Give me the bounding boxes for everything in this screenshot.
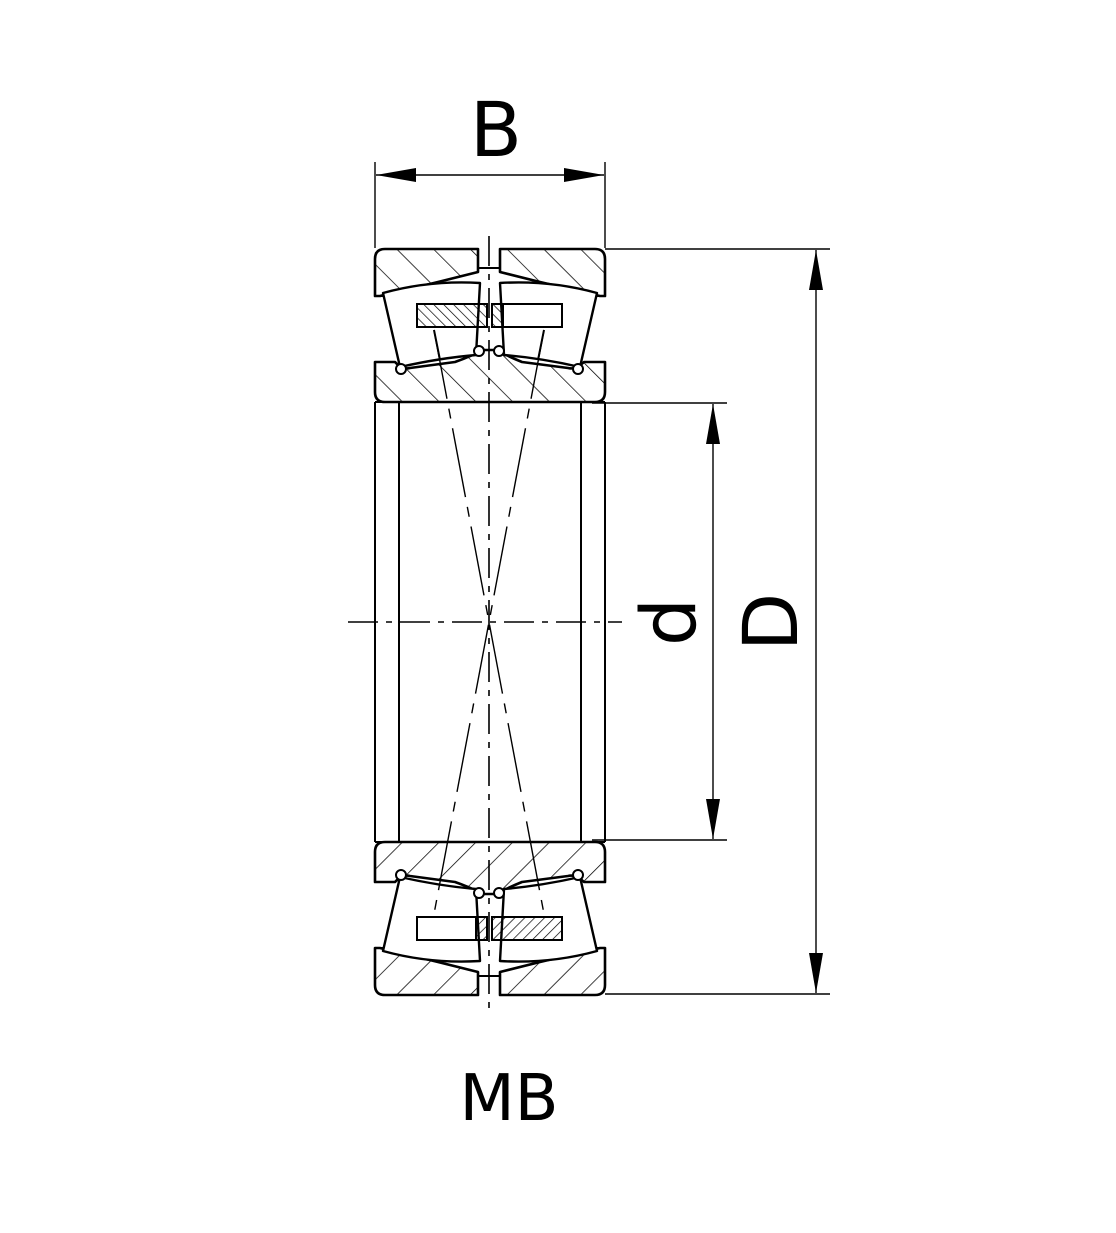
inner-ring: [373, 840, 607, 896]
cage-segment: [475, 916, 488, 941]
bottom-section: [373, 840, 607, 997]
label-b: B: [470, 85, 522, 174]
retainer-ball: [395, 363, 407, 375]
outer-ring: [498, 946, 607, 997]
outer-ring: [373, 946, 480, 997]
label-D: D: [726, 593, 815, 652]
cage-segment: [416, 916, 477, 941]
retainer-ball: [572, 363, 584, 375]
outer-ring: [498, 247, 607, 298]
cage-segment: [491, 303, 504, 328]
label-d: d: [624, 598, 713, 646]
centerlines: [348, 236, 622, 1010]
inner-ring: [373, 348, 607, 404]
retainer-ball: [395, 869, 407, 881]
cage-segment: [416, 303, 488, 328]
dimension-outer-diameter: D: [605, 248, 830, 995]
retainer-ball: [473, 345, 485, 357]
cage-segment: [502, 303, 563, 328]
dimension-width: B: [374, 85, 606, 248]
retainer-ball: [493, 345, 505, 357]
dimension-bore: d: [592, 402, 727, 841]
retainer-ball: [473, 887, 485, 899]
retainer-ball: [572, 869, 584, 881]
outer-ring: [373, 247, 480, 298]
retainer-ball: [493, 887, 505, 899]
cage-segment: [491, 916, 563, 941]
variant-label: MB: [459, 1062, 558, 1136]
top-section: [373, 247, 607, 404]
